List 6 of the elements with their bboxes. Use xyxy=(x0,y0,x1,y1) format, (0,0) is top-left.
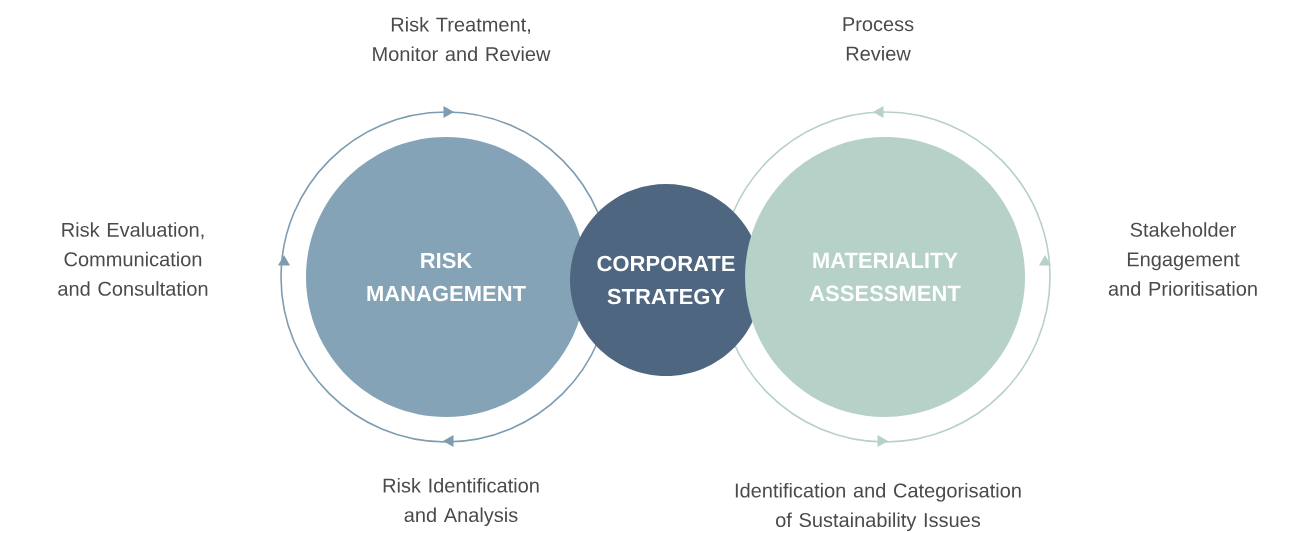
step-label: Process Review xyxy=(843,17,914,61)
step-label: Risk Identification and Analysis xyxy=(383,477,539,527)
step-label: Risk Evaluation, Communication and Consultation xyxy=(58,222,208,296)
step-label: Risk Treatment, Monitor and Review xyxy=(373,16,551,62)
step-label: Identification and Categorisation of Sustainability Issues xyxy=(735,482,1021,532)
step-label: Stakeholder Engagement and Prioritisation xyxy=(1108,222,1257,296)
